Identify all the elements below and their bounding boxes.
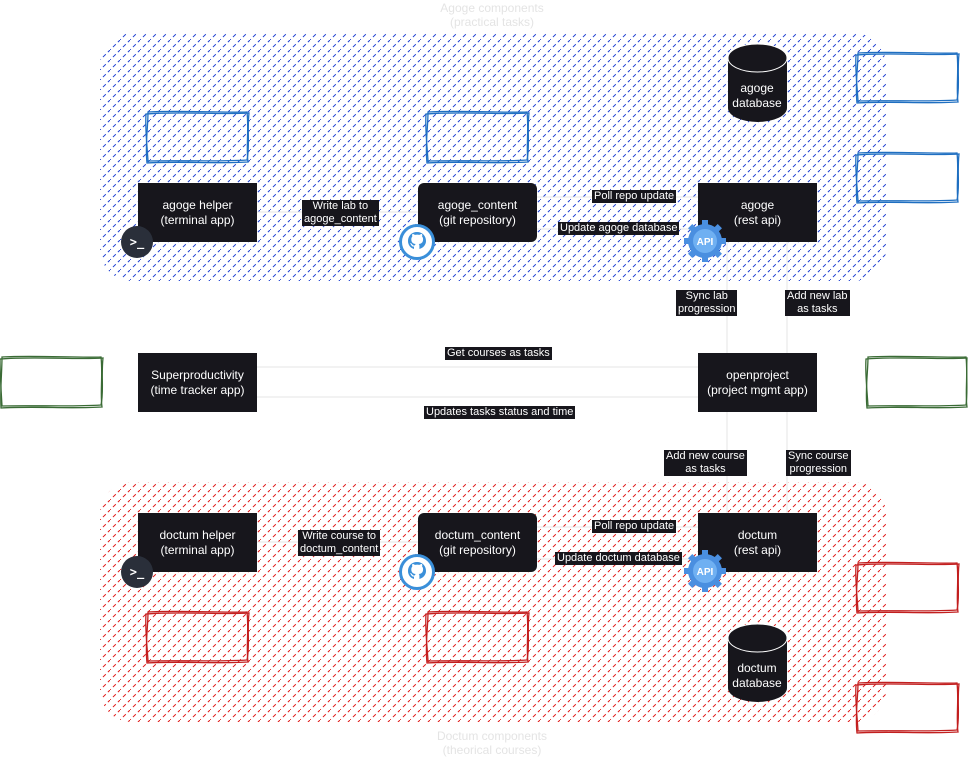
edge-label-add-course: Add new course as tasks <box>664 450 747 476</box>
sketch-box-agoge-right-mid <box>855 151 960 204</box>
agoge-database-label[interactable]: agoge database <box>727 81 787 111</box>
agoge-db-line1: agoge <box>740 81 774 95</box>
sketch-box-agoge-helper <box>145 110 250 164</box>
edge-label-get-courses: Get courses as tasks <box>445 347 552 360</box>
terminal-icon: >_ <box>121 226 153 258</box>
sketch-box-right-green <box>865 355 968 409</box>
edge-label-sync-course: Sync course progression <box>786 450 851 476</box>
sketch-box-agoge-right-top <box>855 51 960 104</box>
agoge-content-node[interactable]: agoge_content (git repository) <box>418 183 537 242</box>
sketch-box-left-green <box>0 355 104 409</box>
sketch-box-doctum-right-mid <box>855 561 960 614</box>
edge-label-add-lab-line1: Add new lab <box>787 290 848 302</box>
superproductivity-line1: Superproductivity <box>151 367 244 382</box>
openproject-line2: (project mgmt app) <box>707 382 808 397</box>
edge-label-poll-doctum: Poll repo update <box>592 520 677 533</box>
doctum-content-node[interactable]: doctum_content (git repository) <box>418 513 537 572</box>
superproductivity-line2: (time tracker app) <box>150 382 245 397</box>
agoge-helper-line1: agoge helper <box>162 197 233 212</box>
doctum-helper-line2: (terminal app) <box>160 542 235 557</box>
edge-label-sync-lab: Sync lab progression <box>676 290 738 316</box>
openproject-line1: openproject <box>726 367 789 382</box>
edge-label-sync-course-line2: progression <box>789 463 847 475</box>
agoge-group-title-line2: (practical tasks) <box>449 15 535 29</box>
agoge-group-title: Agoge components (practical tasks) <box>412 1 572 29</box>
doctum-db-line2: database <box>732 676 782 690</box>
doctum-database-cylinder <box>727 623 788 702</box>
doctum-helper-line1: doctum helper <box>159 527 236 542</box>
edge-label-write-lab-line2: agoge_content <box>304 213 377 225</box>
agoge-database-cylinder <box>727 43 788 122</box>
edge-label-write-course-line2: doctum_content <box>300 543 379 555</box>
doctum-api-line2: (rest api) <box>733 542 782 557</box>
superproductivity-node[interactable]: Superproductivity (time tracker app) <box>138 353 257 412</box>
sketch-box-agoge-content <box>425 110 530 164</box>
doctum-group-title: Doctum components (theorical courses) <box>412 729 572 757</box>
api-gear-icon: API <box>681 547 729 595</box>
doctum-content-line1: doctum_content <box>434 527 521 542</box>
sketch-box-doctum-helper <box>145 610 250 664</box>
edge-label-add-lab: Add new lab as tasks <box>785 290 850 316</box>
sketch-box-doctum-content <box>425 610 530 664</box>
doctum-database-label[interactable]: doctum database <box>727 661 787 691</box>
edge-label-write-lab: Write lab to agoge_content <box>302 200 379 226</box>
doctum-content-line2: (git repository) <box>439 542 516 557</box>
agoge-helper-line2: (terminal app) <box>160 212 235 227</box>
doctum-group-title-line1: Doctum components <box>436 729 548 743</box>
doctum-helper-node[interactable]: doctum helper (terminal app) <box>138 513 257 572</box>
edge-label-update-agoge-db: Update agoge database <box>558 222 680 235</box>
agoge-api-line1: agoge <box>740 197 775 212</box>
doctum-db-line1: doctum <box>737 661 777 675</box>
doctum-group-title-line2: (theorical courses) <box>442 743 542 757</box>
agoge-group-title-line1: Agoge components <box>440 1 544 15</box>
agoge-content-line1: agoge_content <box>437 197 518 212</box>
edge-label-write-course-line1: Write course to <box>302 530 377 542</box>
edge-label-write-lab-line1: Write lab to <box>312 200 369 212</box>
edge-label-sync-lab-line2: progression <box>678 303 736 315</box>
api-gear-icon: API <box>681 217 729 265</box>
agoge-api-line2: (rest api) <box>733 212 782 227</box>
edge-label-write-course: Write course to doctum_content <box>298 530 381 556</box>
agoge-content-line2: (git repository) <box>439 212 516 227</box>
doctum-api-line1: doctum <box>737 527 778 542</box>
sketch-box-doctum-right-bottom <box>855 681 960 734</box>
agoge-group <box>100 33 886 281</box>
api-text: API <box>697 237 714 248</box>
edge-label-poll-agoge: Poll repo update <box>592 190 677 203</box>
edge-label-add-course-line2: as tasks <box>685 463 726 475</box>
terminal-icon: >_ <box>121 556 153 588</box>
edge-label-update-tasks: Updates tasks status and time <box>424 406 576 419</box>
edge-label-sync-course-line1: Sync course <box>788 450 849 462</box>
edge-label-update-doctum-db: Update doctum database <box>555 552 682 565</box>
github-icon <box>399 224 435 260</box>
edge-label-add-lab-line2: as tasks <box>797 303 838 315</box>
github-icon <box>399 554 435 590</box>
agoge-db-line2: database <box>732 96 782 110</box>
api-text: API <box>697 567 714 578</box>
edge-label-sync-lab-line1: Sync lab <box>685 290 728 302</box>
openproject-node[interactable]: openproject (project mgmt app) <box>698 353 817 412</box>
agoge-helper-node[interactable]: agoge helper (terminal app) <box>138 183 257 242</box>
edge-label-add-course-line1: Add new course <box>666 450 745 462</box>
